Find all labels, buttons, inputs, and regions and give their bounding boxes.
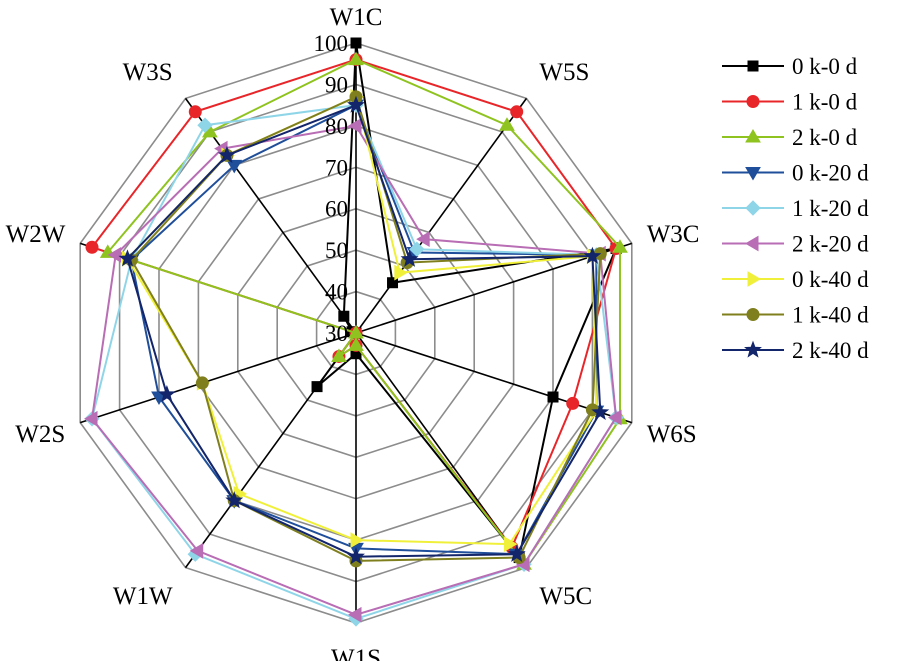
spoke-w3c: [355, 242, 633, 334]
data-point: [416, 231, 430, 248]
data-point: [591, 402, 610, 421]
legend-label: 2 k-40 d: [792, 338, 869, 363]
data-point: [348, 51, 364, 66]
legend-label: 2 k-0 d: [792, 125, 858, 150]
data-point: [226, 159, 243, 174]
data-point: [547, 391, 559, 403]
tick-label: 30: [325, 321, 348, 346]
legend-marker: [747, 271, 761, 287]
axis-labels: W1C W5S W3C W6S W5C W1S W1W W2S W2W W3S: [6, 4, 700, 661]
legend-label: 1 k-20 d: [792, 196, 869, 221]
legend-marker: [745, 167, 761, 181]
axis-label-w1w: W1W: [113, 583, 173, 610]
axis-label-w1s: W1S: [331, 645, 381, 661]
radial-tick-labels: 30 40 50 60 70 80 90 100: [314, 31, 349, 346]
legend-marker: [746, 95, 760, 108]
legend-item: 1 k-0 d: [722, 90, 858, 115]
spoke-w2s: [79, 332, 357, 424]
legend-marker: [746, 308, 760, 321]
series-line: [106, 58, 621, 566]
data-point: [85, 240, 99, 254]
legend-item: 0 k-0 d: [722, 54, 858, 79]
tick-label: 90: [325, 72, 348, 97]
data-point: [347, 95, 365, 113]
legend-marker: [745, 200, 761, 216]
legend-label: 1 k-0 d: [792, 90, 858, 115]
data-point: [189, 542, 204, 559]
axis-label-w2w: W2W: [6, 221, 66, 248]
tick-label: 60: [325, 197, 348, 222]
data-point: [394, 264, 408, 281]
legend-marker: [745, 129, 761, 143]
data-point: [503, 536, 518, 553]
data-point: [350, 532, 364, 549]
data-point: [197, 117, 213, 133]
data-point: [84, 410, 98, 427]
spoke-w3s: [184, 97, 357, 334]
data-point: [107, 247, 122, 263]
legend-label: 1 k-40 d: [792, 303, 869, 328]
legend-label: 2 k-20 d: [792, 232, 869, 257]
tick-label: 80: [325, 114, 348, 139]
legend-item: 1 k-40 d: [722, 303, 869, 328]
series-8: [118, 95, 610, 565]
axis-label-w1c: W1C: [330, 4, 383, 31]
tick-label: 100: [314, 31, 349, 56]
axis-label-w5c: W5C: [539, 583, 592, 610]
data-point: [566, 396, 580, 410]
data-point: [348, 606, 362, 623]
axis-label-w3c: W3C: [647, 221, 700, 248]
data-point: [195, 376, 209, 390]
data-point: [188, 105, 202, 119]
axis-label-w5s: W5S: [539, 59, 589, 86]
radar-series: [84, 37, 628, 627]
data-point: [217, 145, 236, 163]
data-point: [348, 117, 362, 134]
data-point: [311, 381, 323, 393]
data-point: [157, 385, 176, 403]
tick-label: 70: [325, 155, 348, 180]
legend-item: 2 k-40 d: [722, 338, 869, 363]
data-point: [400, 249, 419, 267]
data-point: [510, 105, 524, 119]
data-point: [225, 491, 244, 509]
spoke-w6s: [355, 332, 633, 424]
axis-label-w6s: W6S: [647, 421, 697, 448]
data-point: [608, 409, 622, 426]
legend-marker: [744, 340, 762, 358]
legend-item: 1 k-20 d: [722, 196, 869, 221]
legend: 0 k-0 d 1 k-0 d 2 k-0 d 0 k-20 d 1 k-20 d 2 k…: [722, 54, 869, 363]
data-point: [338, 310, 350, 322]
data-point: [583, 246, 602, 264]
data-point: [348, 337, 364, 351]
tick-label: 50: [325, 238, 348, 263]
legend-label: 0 k-40 d: [792, 267, 869, 292]
legend-label: 0 k-20 d: [792, 161, 869, 186]
series-line: [130, 95, 602, 562]
legend-item: 0 k-20 d: [722, 161, 869, 186]
legend-item: 2 k-0 d: [722, 125, 858, 150]
data-point: [387, 277, 399, 289]
series-6: [121, 88, 605, 553]
data-point: [348, 325, 364, 339]
legend-item: 2 k-20 d: [722, 232, 869, 257]
tick-label: 40: [325, 280, 348, 305]
legend-item: 0 k-40 d: [722, 267, 869, 292]
data-point: [347, 547, 365, 565]
legend-marker: [745, 235, 759, 252]
data-point: [350, 37, 362, 49]
data-point: [331, 348, 347, 362]
data-point: [118, 249, 137, 267]
legend-label: 0 k-0 d: [792, 54, 858, 79]
axis-label-w2s: W2S: [15, 421, 65, 448]
spoke-w5s: [355, 97, 528, 334]
data-point: [507, 544, 526, 562]
data-point: [409, 241, 425, 257]
data-point: [499, 117, 515, 131]
data-point: [612, 239, 628, 253]
legend-marker: [747, 60, 759, 72]
axis-label-w3s: W3S: [123, 59, 173, 86]
